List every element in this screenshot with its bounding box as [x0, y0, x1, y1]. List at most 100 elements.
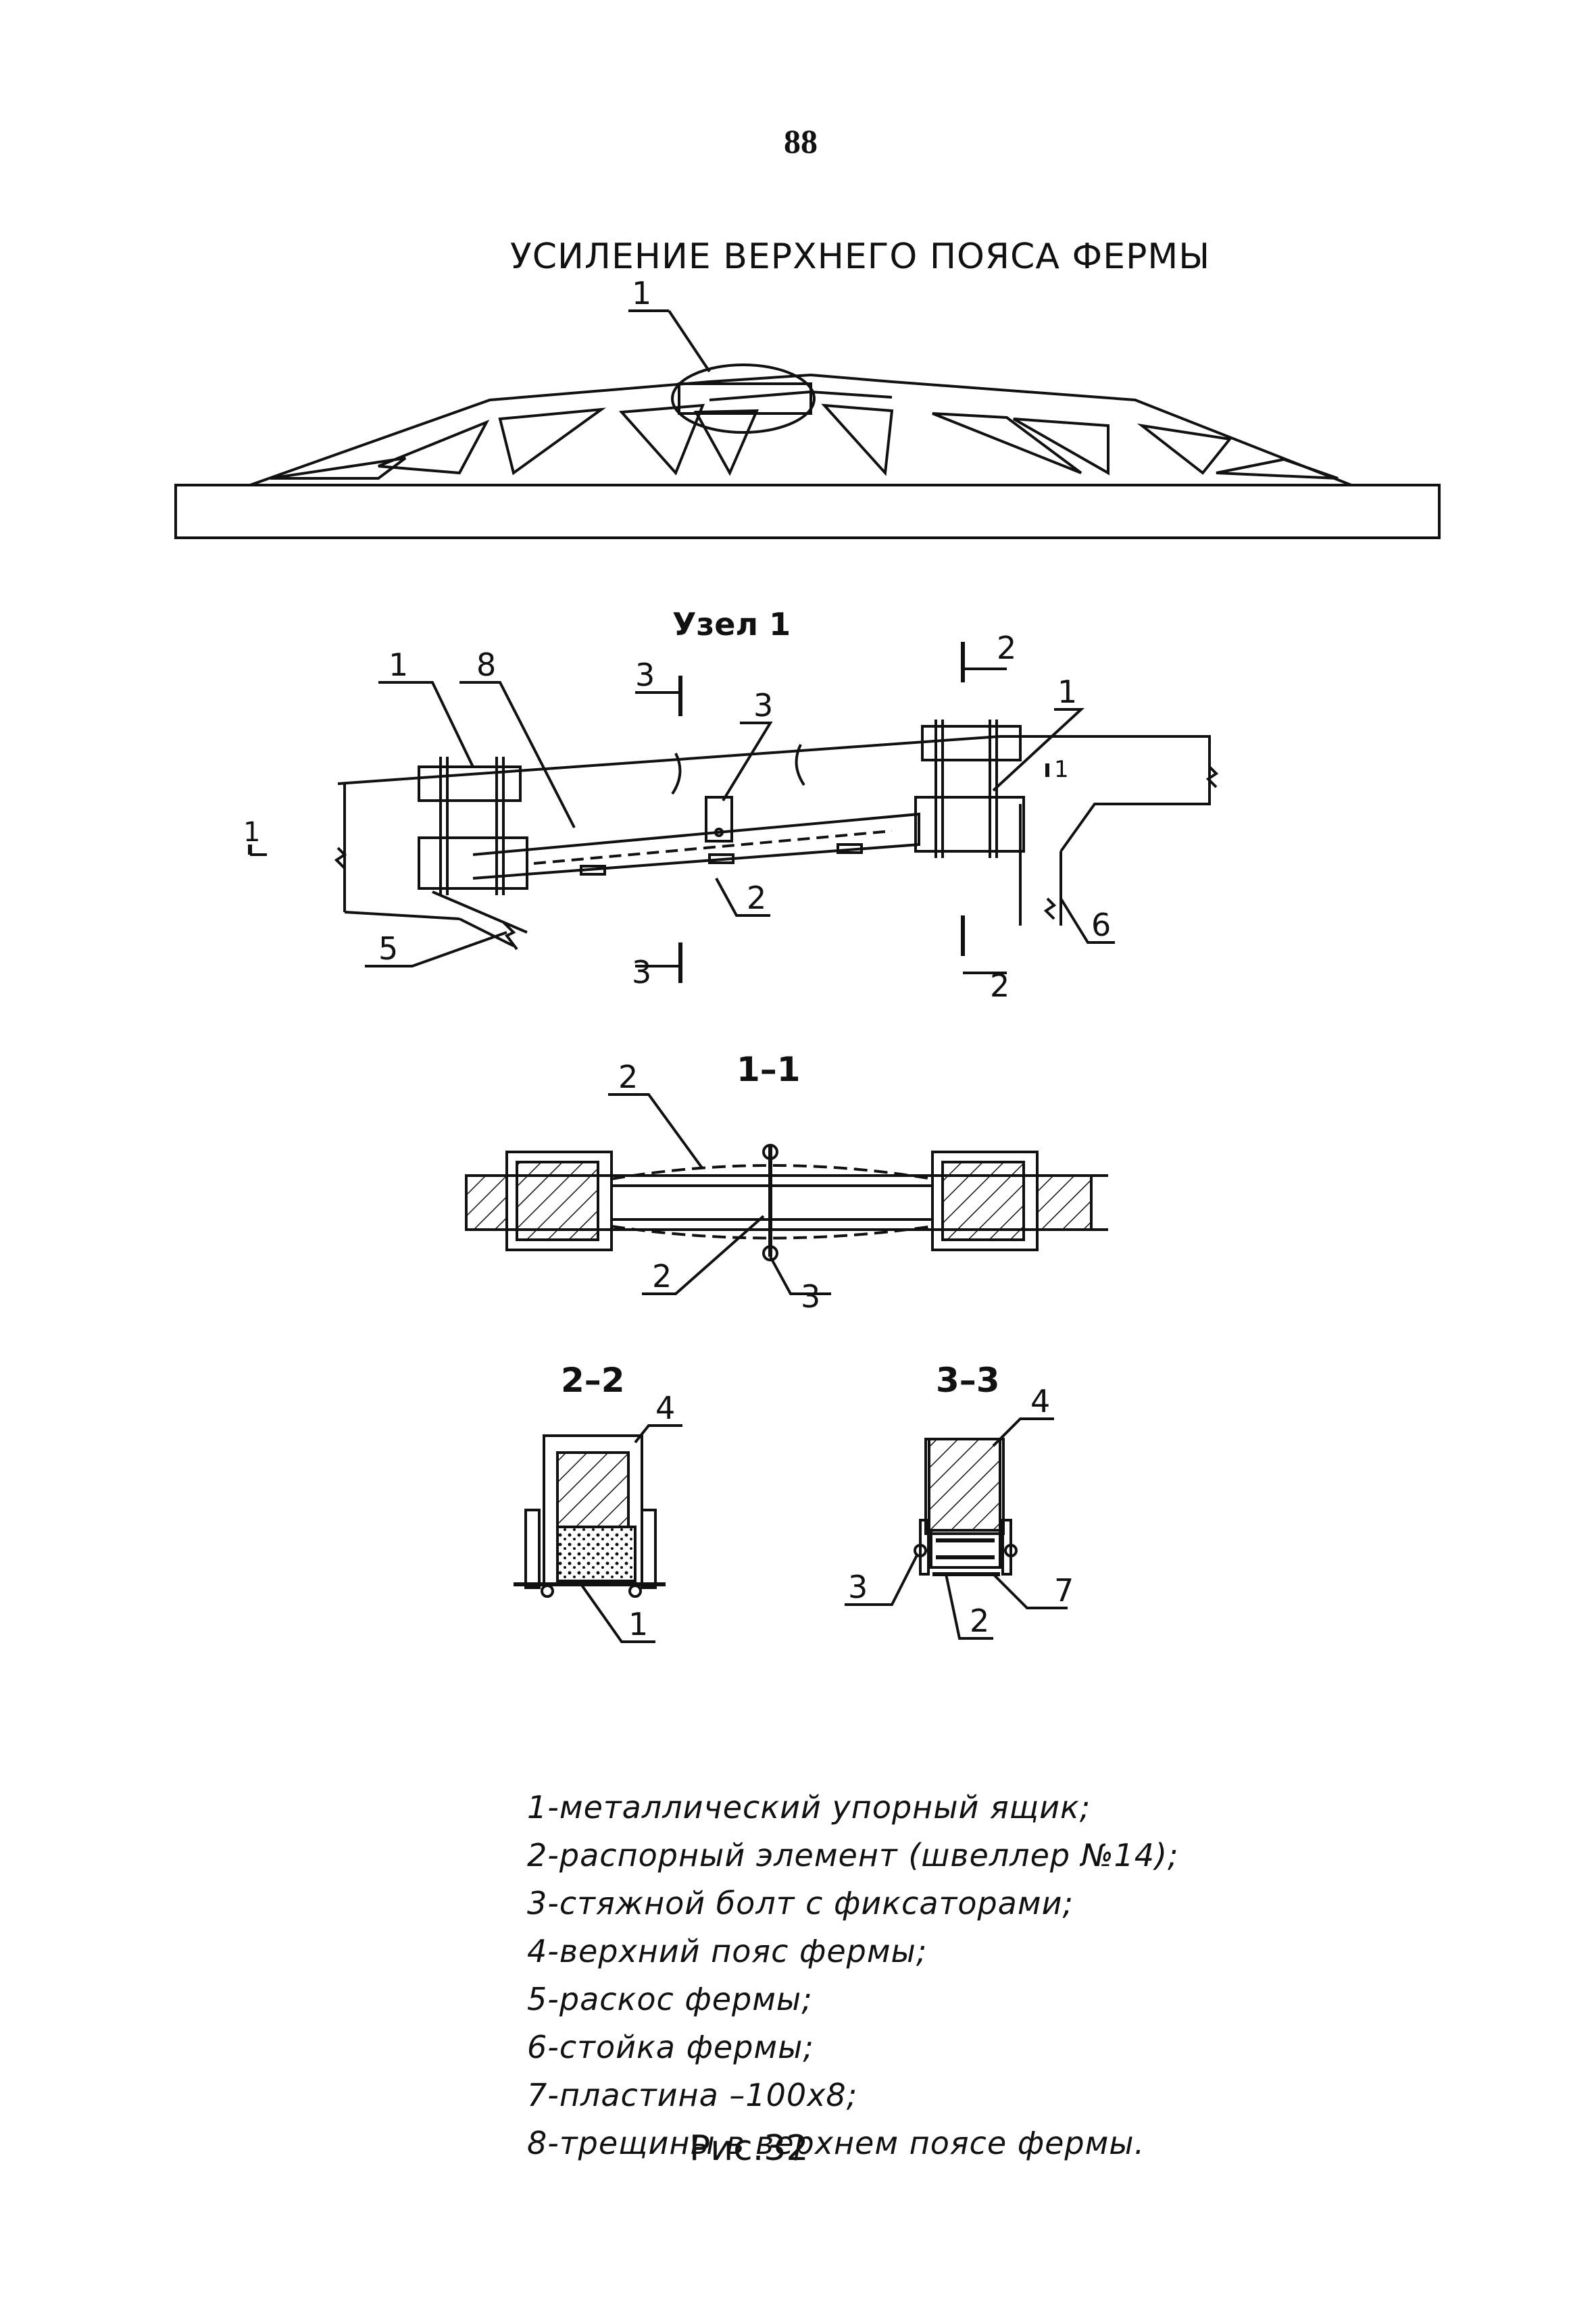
small-plate [580, 865, 606, 876]
bolt-hole [714, 828, 724, 837]
legend: 1-металлический упорный ящик; 2-распорны… [527, 1784, 1179, 2167]
top-chord-line [337, 735, 1001, 785]
break-mark [334, 847, 347, 870]
truss-opening [693, 409, 759, 476]
truss-opening [932, 412, 1082, 474]
brace-line [344, 911, 460, 920]
truss-opening [498, 407, 607, 476]
side-plate [524, 1509, 541, 1589]
bolt-nut [628, 1584, 642, 1598]
truss-opening [270, 457, 407, 480]
crack [671, 753, 682, 795]
callout-leader [722, 722, 773, 802]
callout-7-s33: 7 [1054, 1572, 1074, 1609]
break-mark [1205, 765, 1219, 788]
legend-item: 8-трещины в верхнем поясе фермы. [527, 2125, 1145, 2161]
side-plate [919, 1519, 930, 1576]
legend-item: 7-пластина –100х8; [527, 2077, 858, 2113]
section-3-3-label: 3–3 [936, 1361, 1000, 1400]
bolt-nut [914, 1544, 927, 1557]
stop-box-left [418, 836, 528, 890]
spacer-top [611, 1164, 933, 1180]
legend-item: 1-металлический упорный ящик; [527, 1789, 1091, 1826]
callout-leader [769, 1256, 831, 1295]
section-2-2-label: 2–2 [561, 1361, 625, 1400]
break-mark [1043, 897, 1057, 920]
brace-line [459, 917, 514, 947]
callout-1-left: 1 [389, 647, 408, 683]
spacer-channel-hidden [533, 830, 893, 865]
truss-elevation [174, 309, 1441, 539]
callout-leader [459, 681, 576, 828]
side-plate [1001, 1519, 1012, 1576]
callout-leader [580, 1583, 655, 1643]
truss-bottom-chord [174, 484, 1441, 539]
cut-label-2-bottom: 2 [990, 967, 1009, 1004]
truss-opening [378, 420, 490, 475]
bolt-nut [541, 1584, 554, 1598]
channel [930, 1529, 1001, 1569]
node1-reinforcement [678, 382, 812, 415]
callout-3: 3 [753, 687, 773, 724]
callout-2: 2 [747, 880, 766, 916]
crack [795, 744, 805, 786]
infill [556, 1526, 637, 1582]
truss-top-chord-inner [709, 390, 893, 401]
callout-4-s33: 4 [1030, 1383, 1050, 1419]
break-mark [502, 921, 518, 951]
bolt-nut [762, 1144, 778, 1160]
callout-leader [642, 1215, 765, 1295]
callout-leader [378, 681, 474, 768]
callout-leader [945, 1574, 993, 1640]
callout-5: 5 [378, 930, 398, 967]
callout-leader [992, 708, 1085, 792]
callout-leader [1059, 897, 1115, 944]
callout-6: 6 [1091, 907, 1111, 943]
callout-leader [365, 931, 507, 967]
drawing-title: УСИЛЕНИЕ ВЕРХНЕГО ПОЯСА ФЕРМЫ [510, 236, 1211, 277]
chord-hatch-right [941, 1161, 1025, 1241]
cut-label-3-top: 3 [635, 657, 655, 693]
callout-2-s11-top: 2 [618, 1059, 638, 1095]
node1-marker-circle [671, 363, 816, 434]
spacer-bottom [611, 1225, 933, 1240]
truss-opening [1137, 423, 1232, 475]
section-1-1 [465, 1093, 1108, 1295]
chord-hatch-outer [465, 1174, 508, 1231]
callout-8: 8 [476, 647, 496, 683]
chord-hatch [928, 1438, 1001, 1532]
chord-hatch-outer [1036, 1174, 1093, 1231]
truss-opening [1013, 418, 1109, 476]
callout-1-right: 1 [1057, 674, 1077, 710]
callout-4-s22: 4 [655, 1390, 675, 1426]
callout-1: 1 [632, 275, 651, 311]
section-2-2 [514, 1424, 682, 1643]
chord-hatch [556, 1451, 630, 1528]
callout-2-s33: 2 [970, 1603, 989, 1639]
brace-line [432, 890, 528, 934]
truss-opening [618, 403, 705, 476]
bolt-nut [762, 1245, 778, 1261]
side-plate [641, 1509, 657, 1589]
callout-leader [608, 1093, 704, 1170]
callout-2-s11-bottom: 2 [652, 1258, 672, 1294]
truss-top-chord [249, 373, 1352, 486]
truss-opening [1216, 457, 1339, 480]
bolt-nut [1004, 1544, 1018, 1557]
cut-label-1-right: 1 [1054, 756, 1069, 783]
callout-leader [992, 1417, 1054, 1447]
callout-3-s11: 3 [801, 1278, 820, 1315]
legend-item: 6-стойка фермы; [527, 2029, 814, 2065]
small-plate [708, 853, 734, 864]
small-plate [837, 843, 863, 854]
figure-caption: Рис.32 [689, 2128, 809, 2169]
section-3-3 [845, 1417, 1068, 1640]
node-title: Узел 1 [672, 606, 791, 643]
cut-label-3-bottom: 3 [632, 954, 651, 990]
chord-hatch-left [516, 1161, 599, 1241]
callout-3-s33: 3 [848, 1569, 868, 1605]
callout-leader [715, 878, 770, 917]
node1-detail [248, 642, 1219, 983]
chord-outline [924, 1438, 1005, 1535]
